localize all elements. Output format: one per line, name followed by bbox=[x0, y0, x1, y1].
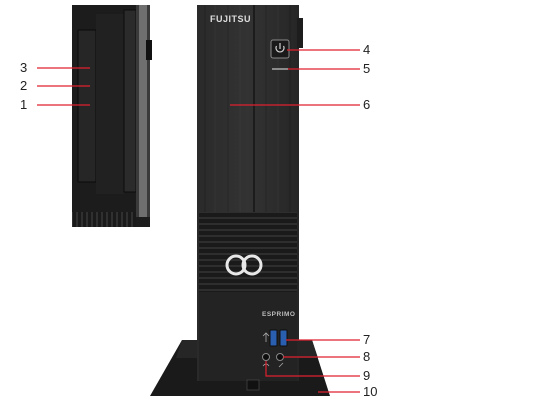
open-bay-view bbox=[72, 5, 152, 227]
callout-8: 8 bbox=[363, 349, 371, 364]
fujitsu-infinity-logo bbox=[225, 254, 263, 276]
callout-6: 6 bbox=[363, 97, 371, 112]
foot-release bbox=[246, 379, 260, 391]
front-door-edge bbox=[123, 9, 137, 193]
model-label: ESPRIMO bbox=[262, 311, 295, 318]
callout-lines bbox=[37, 49, 360, 393]
door-highlight bbox=[139, 5, 147, 217]
callout-7: 7 bbox=[363, 332, 371, 347]
callout-9: 9 bbox=[363, 368, 371, 383]
brand-logo: FUJITSU bbox=[210, 14, 251, 24]
callout-3: 3 bbox=[20, 60, 28, 75]
pc-front-view: FUJITSU ESPRIMO bbox=[150, 5, 330, 396]
bay-inner-wall bbox=[96, 14, 124, 194]
callout-line-9 bbox=[265, 361, 360, 377]
brushed-texture bbox=[204, 5, 291, 212]
callout-4: 4 bbox=[363, 42, 371, 57]
callout-5: 5 bbox=[363, 61, 371, 76]
optical-drive-tray bbox=[77, 29, 97, 183]
microphone-icon bbox=[278, 362, 284, 368]
callout-2: 2 bbox=[20, 78, 28, 93]
usb-port-2[interactable] bbox=[279, 329, 288, 347]
bay-bottom-vent bbox=[72, 212, 136, 227]
microphone-jack[interactable] bbox=[276, 353, 284, 361]
usb-port-1[interactable] bbox=[269, 329, 278, 347]
headphone-jack[interactable] bbox=[262, 353, 270, 361]
power-icon bbox=[275, 43, 285, 53]
audio-jacks bbox=[262, 353, 284, 368]
door-latch bbox=[146, 40, 152, 60]
callout-1: 1 bbox=[20, 97, 28, 112]
callout-10: 10 bbox=[363, 384, 378, 399]
power-led bbox=[272, 68, 288, 70]
side-bump bbox=[297, 18, 303, 48]
usb-ports bbox=[262, 329, 288, 347]
front-grille bbox=[199, 212, 297, 292]
usb-icon bbox=[262, 332, 270, 342]
